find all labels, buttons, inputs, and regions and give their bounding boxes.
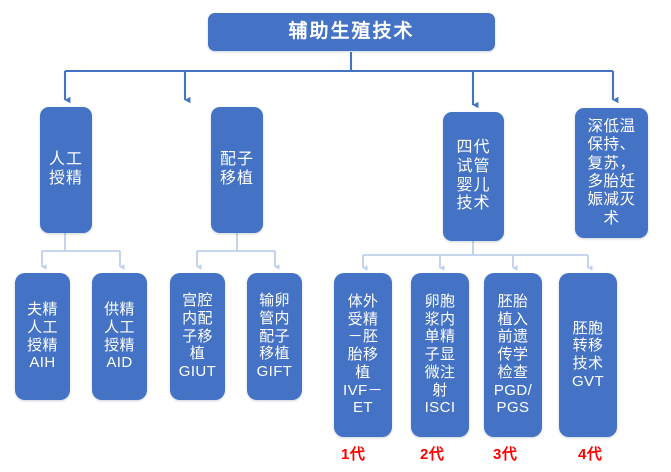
node-isci[interactable]: 卵胞 浆内 单精 子显 微注 射 ISCI [411, 273, 469, 437]
generation-label-2: 2代 [420, 446, 445, 463]
node-fourth-gen-ivf[interactable]: 四代 试管 婴儿 技术 [443, 112, 504, 241]
node-isci-label: 卵胞 浆内 单精 子显 微注 射 ISCI [424, 293, 456, 417]
ivf4-connector-group [362, 241, 593, 271]
root-connector-group [63, 52, 619, 109]
node-gift[interactable]: 输卵 管内 配子 移植 GIFT [247, 273, 302, 400]
node-artificial-insemination-label: 人工 授精 [48, 151, 83, 187]
node-aih[interactable]: 夫精 人工 授精 AIH [15, 273, 70, 400]
gt-connector-group [196, 233, 280, 270]
node-gvt-label: 胚胞 转移 技术 GVT [571, 319, 605, 390]
node-gamete-transfer-label: 配子 移植 [219, 151, 254, 187]
node-giut[interactable]: 宫腔 内配 子移 植 GIUT [170, 273, 225, 400]
node-aid-label: 供精 人工 授精 AID [104, 301, 135, 372]
node-fourth-gen-ivf-label: 四代 试管 婴儿 技术 [456, 138, 491, 213]
node-root-label: 辅助生殖技术 [288, 20, 415, 42]
node-aih-label: 夫精 人工 授精 AIH [27, 301, 58, 372]
node-gamete-transfer[interactable]: 配子 移植 [211, 107, 263, 233]
node-ivf-et[interactable]: 体外 受精 －胚 胎移 植 IVF－ ET [334, 273, 392, 437]
generation-label-1: 1代 [341, 446, 366, 463]
node-cryopreservation-reduction[interactable]: 深低温 保持、 复苏， 多胎妊 娠减灭 术 [575, 108, 648, 238]
ai-connector-group [41, 233, 125, 270]
node-cryopreservation-reduction-label: 深低温 保持、 复苏， 多胎妊 娠减灭 术 [587, 118, 636, 227]
node-gvt[interactable]: 胚胞 转移 技术 GVT [559, 273, 617, 437]
generation-label-4: 4代 [578, 446, 603, 463]
node-pgd-pgs-label: 胚胎 植入 前遗 传学 检查 PGD/ PGS [493, 293, 533, 417]
node-artificial-insemination[interactable]: 人工 授精 [40, 107, 92, 233]
node-ivf-et-label: 体外 受精 －胚 胎移 植 IVF－ ET [343, 293, 383, 417]
node-aid[interactable]: 供精 人工 授精 AID [92, 273, 147, 400]
node-giut-label: 宫腔 内配 子移 植 GIUT [178, 292, 217, 381]
node-pgd-pgs[interactable]: 胚胎 植入 前遗 传学 检查 PGD/ PGS [484, 273, 542, 437]
node-gift-label: 输卵 管内 配子 移植 GIFT [256, 292, 293, 381]
generation-label-3: 3代 [493, 446, 518, 463]
node-root[interactable]: 辅助生殖技术 [208, 13, 495, 51]
